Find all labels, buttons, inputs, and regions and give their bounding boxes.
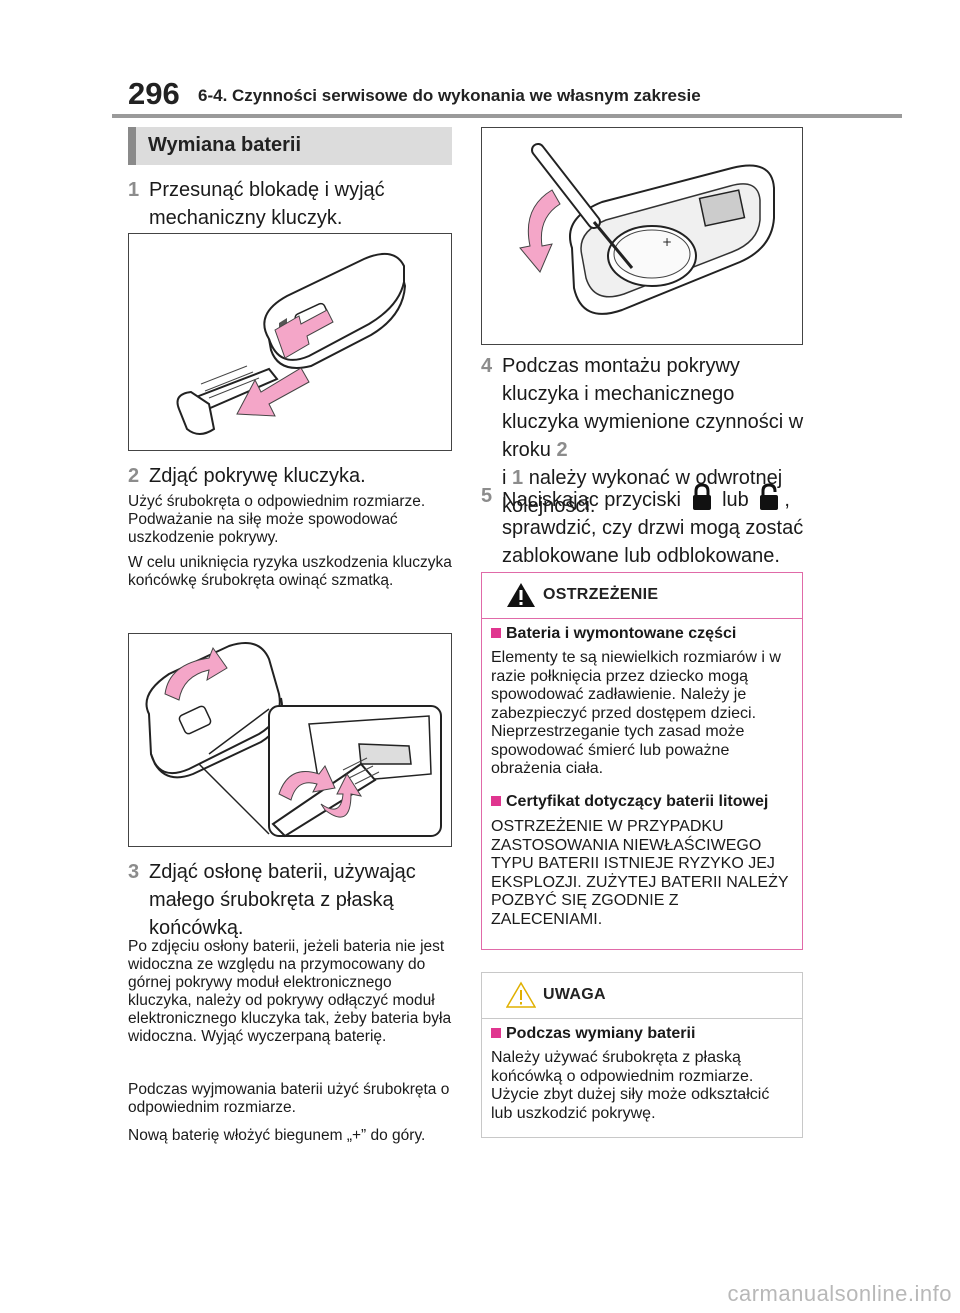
warning-sub2-text: Certyfikat dotyczący baterii litowej xyxy=(506,793,769,810)
step-ref-1: 1 xyxy=(512,467,524,489)
step-number: 3 xyxy=(128,861,140,883)
step-text: Zdjąć pokrywę kluczyka. xyxy=(149,465,366,487)
step-5-text-a: Naciskając przyciski xyxy=(502,489,681,511)
section-header-title: 6-4. Czynności serwisowe do wykonania we… xyxy=(198,86,701,105)
step-2-note-2: W celu uniknięcia ryzyka uszkodzenia klu… xyxy=(128,554,452,589)
step-1: 1 Przesunąć blokadę i wyjąć mechaniczny … xyxy=(128,176,458,232)
bullet-square-icon xyxy=(491,796,501,806)
step-3-note-3: Nową baterię włożyć biegunem „+” do góry… xyxy=(128,1127,426,1144)
step-4-text-b: i xyxy=(502,467,507,489)
caution-triangle-icon xyxy=(506,981,536,1008)
caution-text-1: Należy używać śrubokręta z płaską końców… xyxy=(491,1049,770,1122)
bullet-square-icon xyxy=(491,628,501,638)
step-number: 4 xyxy=(481,355,493,377)
caution-subheading-1: Podczas wymiany baterii xyxy=(491,1025,695,1043)
step-number: 5 xyxy=(481,485,493,507)
section-heading-label: Wymiana baterii xyxy=(148,134,302,156)
step-text: Naciskając przyciski lub , sprawdzić, cz… xyxy=(481,482,811,570)
step-3-note-1: Po zdjęciu osłony baterii, jeżeli bateri… xyxy=(128,938,452,1045)
step-5: 5 Naciskając przyciski lub , sprawdzić, … xyxy=(481,482,811,570)
section-heading: Wymiana baterii xyxy=(128,127,452,165)
step-5-text-c: , sprawdzić, czy drzwi mogą zostać zablo… xyxy=(502,489,804,567)
step-number: 2 xyxy=(128,465,140,487)
caution-label: UWAGA xyxy=(543,986,606,1003)
caution-box-header: UWAGA xyxy=(482,973,802,1019)
warning-box-header: OSTRZEŻENIE xyxy=(482,573,802,619)
figure-remove-cover xyxy=(128,633,452,847)
header-rule xyxy=(112,114,902,118)
step-2-note-1: Użyć śrubokręta o odpowiednim rozmiarze.… xyxy=(128,493,426,546)
watermark: carmanualsonline.info xyxy=(727,1281,952,1306)
step-5-text-b: lub xyxy=(722,489,749,511)
figure-remove-mechanical-key xyxy=(128,233,452,451)
step-3: 3 Zdjąć osłonę baterii, używając małego … xyxy=(128,858,458,942)
warning-subheading-2: Certyfikat dotyczący baterii litowej xyxy=(491,793,768,811)
warning-label: OSTRZEŻENIE xyxy=(543,586,659,603)
warning-text-2: OSTRZEŻENIE W PRZYPADKU ZASTOSOWANIA NIE… xyxy=(491,818,789,928)
step-3-note-2: Podczas wyjmowania baterii użyć śrubokrę… xyxy=(128,1081,450,1116)
warning-sub1-text: Bateria i wymontowane części xyxy=(506,625,737,642)
step-2: 2 Zdjąć pokrywę kluczyka. xyxy=(128,462,458,490)
step-text: Zdjąć osłonę baterii, używając małego śr… xyxy=(149,861,416,939)
step-number: 1 xyxy=(128,179,140,201)
step-4-text-a: Podczas montażu pokrywy kluczyka i mecha… xyxy=(502,355,804,461)
step-ref-2: 2 xyxy=(556,439,568,461)
svg-text:+: + xyxy=(662,235,672,249)
step-4-text-c: należy wykonać w odwrotnej kolejności. xyxy=(502,467,783,517)
warning-text-1: Elementy te są niewielkich rozmiarów i w… xyxy=(491,649,781,777)
bullet-square-icon xyxy=(491,1028,501,1038)
warning-subheading-1: Bateria i wymontowane części xyxy=(491,625,736,643)
lock-icon xyxy=(692,483,711,510)
page-number: 296 xyxy=(128,76,180,111)
step-text: Podczas montażu pokrywy kluczyka i mecha… xyxy=(481,352,811,520)
unlock-icon xyxy=(760,483,779,510)
figure-remove-battery: + xyxy=(481,127,803,345)
caution-box: UWAGA Podczas wymiany baterii Należy uży… xyxy=(481,972,803,1138)
warning-box: OSTRZEŻENIE Bateria i wymontowane części… xyxy=(481,572,803,950)
warning-triangle-icon xyxy=(507,583,535,607)
caution-sub1-text: Podczas wymiany baterii xyxy=(506,1025,696,1042)
step-4: 4 Podczas montażu pokrywy kluczyka i mec… xyxy=(481,352,811,520)
step-text: Przesunąć blokadę i wyjąć mechaniczny kl… xyxy=(149,179,385,229)
